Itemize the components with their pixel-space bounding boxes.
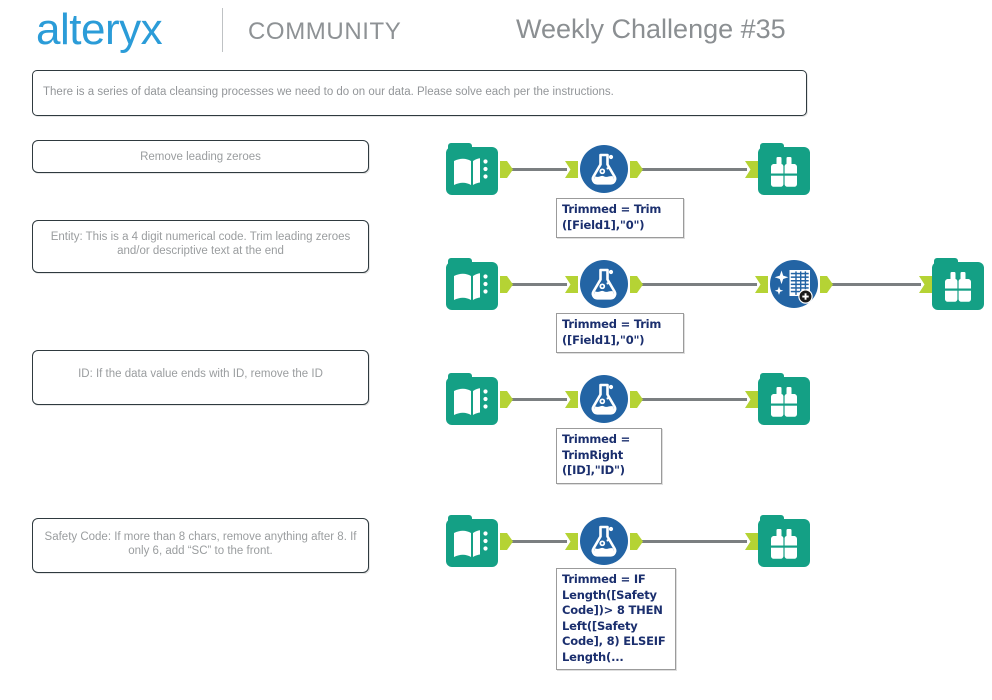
output-anchor-icon[interactable] — [500, 161, 513, 178]
label-text: ID: If the data value ends with ID, remo… — [78, 368, 323, 380]
binoculars-icon — [770, 157, 798, 187]
tool-disc — [580, 517, 628, 565]
input-anchor-icon[interactable] — [745, 533, 758, 550]
binoculars-icon — [770, 529, 798, 559]
output-anchor-icon[interactable] — [500, 533, 513, 550]
formula-annotation: Trimmed = TrimRight ([ID],"ID") — [556, 428, 662, 484]
output-anchor-icon[interactable] — [500, 276, 513, 293]
connection-1a[interactable] — [500, 143, 578, 195]
browse-tool[interactable] — [758, 143, 810, 195]
browse-tool[interactable] — [932, 258, 984, 310]
data-cleansing-icon — [774, 270, 813, 304]
data-cleansing-tool[interactable] — [768, 258, 820, 310]
connection-wire — [641, 168, 747, 171]
connection-1b[interactable] — [630, 143, 758, 195]
tool-tile — [758, 147, 810, 195]
connection-4a[interactable] — [500, 515, 578, 567]
connection-wire — [831, 283, 921, 286]
page-title: Weekly Challenge #35 — [516, 14, 786, 44]
community-label: COMMUNITY — [248, 18, 402, 45]
book-icon — [454, 530, 488, 557]
connection-3a[interactable] — [500, 373, 578, 425]
input-anchor-icon[interactable] — [565, 276, 578, 293]
input-anchor-icon[interactable] — [745, 161, 758, 178]
output-anchor-icon[interactable] — [500, 391, 513, 408]
tool-tile — [758, 519, 810, 567]
flask-icon — [591, 268, 617, 300]
input-anchor-icon[interactable] — [919, 276, 932, 293]
binoculars-icon — [944, 272, 972, 302]
tool-disc — [580, 375, 628, 423]
connection-wire — [511, 398, 567, 401]
connection-4b[interactable] — [630, 515, 758, 567]
tool-tile — [758, 377, 810, 425]
input-data-tool[interactable] — [446, 515, 498, 567]
formula-tool[interactable] — [578, 143, 630, 195]
connection-wire — [511, 540, 567, 543]
formula-tool[interactable] — [578, 258, 630, 310]
formula-annotation: Trimmed = Trim ([Field1],"0") — [556, 198, 684, 238]
header-divider — [222, 8, 223, 52]
connection-2c[interactable] — [820, 258, 932, 310]
connection-wire — [511, 168, 567, 171]
output-anchor-icon[interactable] — [630, 161, 643, 178]
browse-tool[interactable] — [758, 515, 810, 567]
tool-disc — [580, 260, 628, 308]
label-text: Safety Code: If more than 8 chars, remov… — [44, 531, 357, 557]
input-data-tool[interactable] — [446, 258, 498, 310]
connection-2a[interactable] — [500, 258, 578, 310]
formula-tool[interactable] — [578, 515, 630, 567]
flask-icon — [591, 383, 617, 415]
label-box-id: ID: If the data value ends with ID, remo… — [32, 350, 369, 405]
label-text: Remove leading zeroes — [140, 151, 261, 163]
flask-icon — [591, 525, 617, 557]
connection-wire — [641, 283, 757, 286]
formula-tool[interactable] — [578, 373, 630, 425]
input-data-tool[interactable] — [446, 373, 498, 425]
browse-tool[interactable] — [758, 373, 810, 425]
output-anchor-icon[interactable] — [630, 533, 643, 550]
output-anchor-icon[interactable] — [630, 391, 643, 408]
input-anchor-icon[interactable] — [565, 161, 578, 178]
input-anchor-icon[interactable] — [565, 533, 578, 550]
connection-wire — [511, 283, 567, 286]
output-anchor-icon[interactable] — [820, 276, 833, 293]
book-icon — [454, 273, 488, 300]
input-anchor-icon[interactable] — [565, 391, 578, 408]
label-text: Entity: This is a 4 digit numerical code… — [50, 231, 351, 257]
label-box-entity: Entity: This is a 4 digit numerical code… — [32, 220, 369, 273]
input-data-tool[interactable] — [446, 143, 498, 195]
formula-annotation: Trimmed = Trim ([Field1],"0") — [556, 313, 684, 353]
binoculars-icon — [770, 387, 798, 417]
book-icon — [454, 158, 488, 185]
connection-wire — [641, 398, 747, 401]
connection-3b[interactable] — [630, 373, 758, 425]
tool-tile — [932, 262, 984, 310]
connection-wire — [641, 540, 747, 543]
page-header: alteryx COMMUNITY Weekly Challenge #35 — [0, 0, 992, 62]
input-anchor-icon[interactable] — [755, 276, 768, 293]
instruction-box: There is a series of data cleansing proc… — [32, 70, 807, 116]
flask-icon — [591, 153, 617, 185]
input-anchor-icon[interactable] — [745, 391, 758, 408]
label-box-remove-leading-zeroes: Remove leading zeroes — [32, 140, 369, 173]
tool-disc — [580, 145, 628, 193]
formula-annotation: Trimmed = IF Length([Safety Code])> 8 TH… — [556, 568, 676, 670]
instruction-text: There is a series of data cleansing proc… — [43, 86, 614, 98]
output-anchor-icon[interactable] — [630, 276, 643, 293]
alteryx-logo: alteryx — [36, 5, 163, 54]
label-box-safety-code: Safety Code: If more than 8 chars, remov… — [32, 518, 369, 573]
book-icon — [454, 388, 488, 415]
connection-2b[interactable] — [630, 258, 768, 310]
